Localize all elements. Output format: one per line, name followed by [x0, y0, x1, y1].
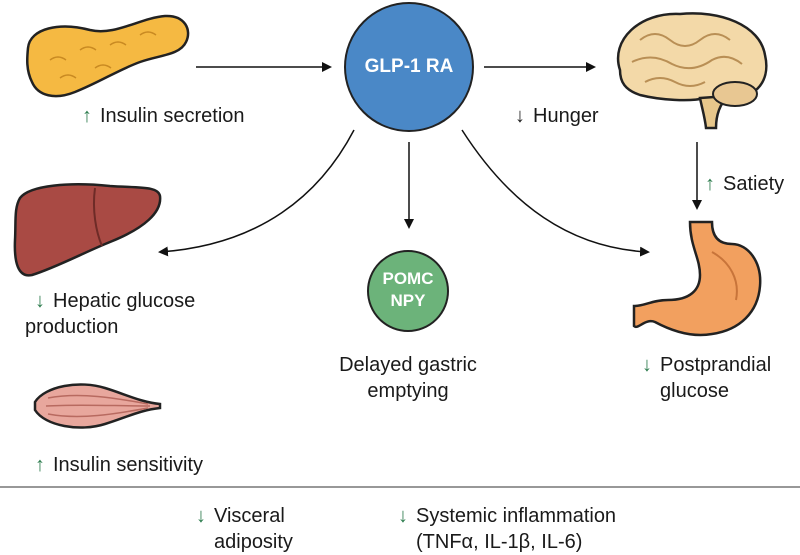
- gastric-emptying-label: Delayed gastric emptying: [318, 352, 498, 404]
- arrow-glp1-to-stomach: [461, 129, 650, 257]
- gastric-line1: Delayed gastric: [339, 354, 477, 376]
- pomc-npy-label: POMC NPY: [368, 268, 448, 312]
- down-arrow-icon: ↓: [642, 354, 652, 376]
- hepatic-glucose-label: ↓ Hepatic glucose production: [25, 288, 196, 340]
- insulin-secretion-label: ↑ Insulin secretion: [82, 103, 245, 129]
- glp1-ra-label: GLP-1 RA: [364, 56, 454, 77]
- postprandial-line2: glucose: [660, 380, 729, 402]
- visceral-line1: Visceral: [214, 505, 285, 527]
- up-arrow-icon: ↑: [82, 105, 92, 127]
- pancreas-icon: [25, 14, 190, 98]
- glp1-ra-node: [344, 2, 474, 132]
- satiety-label: ↑ Satiety: [705, 171, 784, 197]
- systemic-inflammation-label: ↓ Systemic inflammation (TNFα, IL-1β, IL…: [398, 503, 616, 555]
- up-arrow-icon: ↑: [35, 454, 45, 476]
- brain-icon: [616, 12, 768, 130]
- hepatic-glucose-line2: production: [25, 316, 119, 338]
- postprandial-glucose-label: ↓ Postprandial glucose: [642, 352, 771, 404]
- arrow-glp1-to-liver: [158, 129, 355, 257]
- up-arrow-icon: ↑: [705, 173, 715, 195]
- satiety-text: Satiety: [723, 173, 785, 195]
- insulin-sensitivity-text: Insulin sensitivity: [53, 454, 204, 476]
- down-arrow-icon: ↓: [398, 505, 408, 527]
- insulin-secretion-text: Insulin secretion: [100, 105, 245, 127]
- inflammation-line2: (TNFα, IL-1β, IL-6): [416, 531, 583, 553]
- visceral-adiposity-label: ↓ Visceral adiposity: [196, 503, 293, 555]
- stomach-icon: [632, 220, 762, 337]
- hunger-label: ↓ Hunger: [515, 103, 599, 129]
- gastric-line2: emptying: [367, 380, 449, 402]
- down-arrow-icon: ↓: [515, 105, 525, 127]
- hepatic-glucose-line1: Hepatic glucose: [53, 290, 196, 312]
- hunger-text: Hunger: [533, 105, 599, 127]
- pomc-label: POMC: [382, 269, 434, 288]
- inflammation-line1: Systemic inflammation: [416, 505, 617, 527]
- pomc-npy-node: [367, 250, 449, 332]
- npy-label: NPY: [390, 291, 426, 310]
- visceral-line2: adiposity: [214, 531, 293, 553]
- liver-icon: [13, 183, 162, 277]
- muscle-icon: [33, 383, 162, 429]
- postprandial-line1: Postprandial: [660, 354, 772, 376]
- down-arrow-icon: ↓: [196, 505, 206, 527]
- down-arrow-icon: ↓: [35, 290, 45, 312]
- insulin-sensitivity-label: ↑ Insulin sensitivity: [35, 452, 203, 478]
